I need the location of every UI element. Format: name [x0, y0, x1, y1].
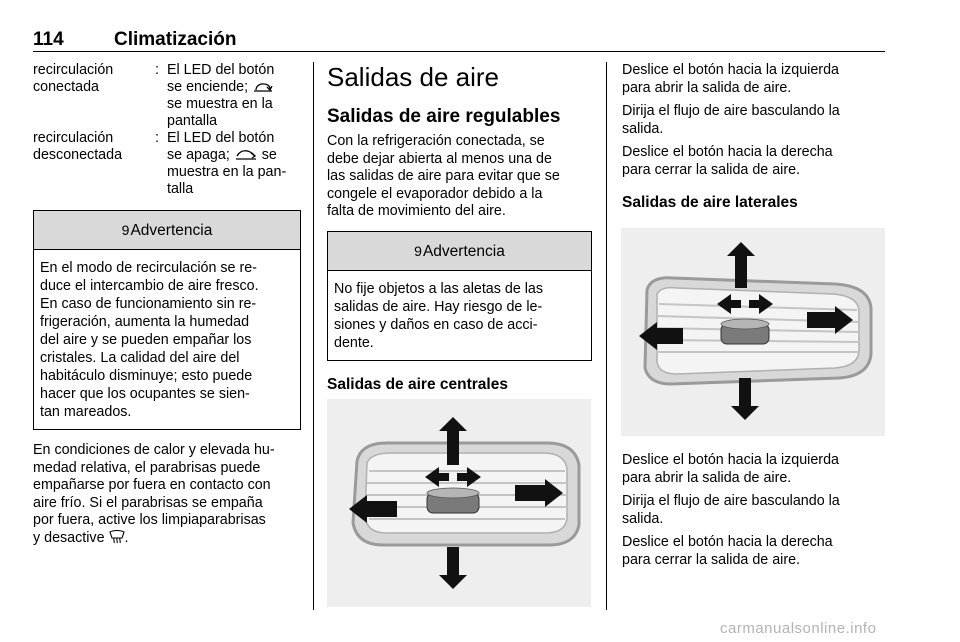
- warning-line: duce el intercambio de aire fresco.: [40, 278, 259, 294]
- column-divider: [313, 62, 314, 610]
- warning-body: No fije objetos a las aletas de las sali…: [328, 271, 591, 360]
- definition-row: recirculación desconectada : El LED del …: [33, 130, 301, 198]
- subsection-heading: Salidas de aire centrales: [327, 375, 508, 393]
- desc-line: talla: [167, 181, 194, 197]
- definition-description: El LED del botón se apaga; se muestra en…: [167, 130, 301, 198]
- warning-title: Advertencia: [130, 222, 213, 239]
- desc-line: se apaga;: [167, 147, 230, 163]
- warning-line: dente.: [334, 334, 374, 351]
- paragraph-instruction: Deslice el botón hacia la derecha para c…: [622, 534, 887, 569]
- column-middle: Salidas de aire Salidas de aire regulabl…: [327, 62, 592, 394]
- warning-line: En caso de funcionamiento sin re-: [40, 296, 257, 312]
- subsection-heading: Salidas de aire laterales: [622, 194, 798, 211]
- desc-line: se: [261, 147, 277, 163]
- desc-line: se muestra en la: [167, 96, 273, 112]
- definition-row: recirculación conectada : El LED del bot…: [33, 62, 301, 130]
- desc-line: El LED del botón: [167, 62, 275, 78]
- para-line: medad relativa, el parabrisas puede: [33, 459, 261, 476]
- para-line: En condiciones de calor y elevada hu-: [33, 442, 275, 458]
- para-line: Deslice el botón hacia la derecha: [622, 534, 833, 550]
- page-number: 114: [33, 29, 64, 50]
- para-line: .: [124, 529, 129, 546]
- para-line: para abrir la salida de aire.: [622, 79, 792, 96]
- para-line: aire frío. Si el parabrisas se empaña: [33, 494, 263, 511]
- para-line: para cerrar la salida de aire.: [622, 161, 801, 178]
- warning-line: del aire y se pueden empañar los: [40, 332, 252, 348]
- definition-table: recirculación conectada : El LED del bot…: [33, 62, 301, 198]
- separator-colon: :: [155, 130, 159, 146]
- column-right-lower: Deslice el botón hacia la izquierda para…: [622, 452, 887, 569]
- warning-line: siones y daños en caso de acci-: [334, 316, 538, 333]
- para-line: Con la refrigeración conectada, se: [327, 133, 545, 149]
- term-line: conectada: [33, 79, 99, 95]
- para-line: para abrir la salida de aire.: [622, 469, 792, 486]
- warning-symbol: 9: [121, 222, 130, 238]
- fresh-air-icon: [235, 150, 256, 160]
- watermark: carmanualsonline.info: [720, 620, 877, 637]
- warning-line: tan mareados.: [40, 404, 132, 420]
- para-line: debe dejar abierta al menos una de: [327, 150, 552, 167]
- chapter-title: Climatización: [114, 29, 237, 50]
- para-line: por fuera, active los limpiaparabrisas: [33, 512, 266, 528]
- paragraph-instruction: Dirija el flujo de aire basculando la sa…: [622, 493, 887, 528]
- recirculation-icon: [254, 83, 273, 92]
- warning-line: hacer que los ocupantes se sien-: [40, 386, 250, 402]
- definition-term: recirculación desconectada: [33, 130, 151, 164]
- desc-line: se enciende;: [167, 79, 249, 95]
- warning-body: En el modo de recirculación se re- duce …: [34, 250, 300, 429]
- para-line: falta de movimiento del aire.: [327, 203, 506, 219]
- windscreen-defrost-icon: [108, 529, 125, 543]
- definition-description: El LED del botón se enciende; se muestra…: [167, 62, 301, 130]
- air-vent-illustration: [621, 228, 885, 436]
- warning-line: No fije objetos a las aletas de las: [334, 280, 544, 297]
- warning-line: salidas de aire. Hay riesgo de le-: [334, 298, 543, 315]
- lateral-vents-figure: [621, 228, 885, 436]
- warning-heading: 9Advertencia: [34, 211, 300, 250]
- para-line: salida.: [622, 120, 664, 137]
- para-line: Deslice el botón hacia la derecha: [622, 144, 833, 160]
- desc-line: pantalla: [167, 113, 218, 129]
- term-line: recirculación: [33, 62, 114, 78]
- central-vents-figure: [327, 399, 591, 607]
- warning-line: En el modo de recirculación se re-: [40, 260, 257, 276]
- paragraph-instruction: Dirija el flujo de aire basculando la sa…: [622, 103, 887, 138]
- subsection-heading: Salidas de aire regulables: [327, 106, 561, 127]
- para-line: Dirija el flujo de aire basculando la: [622, 493, 840, 509]
- para-line: Deslice el botón hacia la izquierda: [622, 452, 839, 468]
- term-line: recirculación: [33, 130, 114, 146]
- paragraph-fogging: En condiciones de calor y elevada hu- me…: [33, 442, 301, 547]
- air-vent-illustration: [327, 399, 591, 607]
- definition-term: recirculación conectada: [33, 62, 151, 96]
- para-line: salida.: [622, 510, 664, 527]
- column-left: recirculación conectada : El LED del bot…: [33, 62, 301, 547]
- warning-box: 9Advertencia En el modo de recirculación…: [33, 210, 301, 430]
- warning-symbol: 9: [414, 242, 422, 259]
- term-line: desconectada: [33, 147, 123, 163]
- para-line: y desactive: [33, 529, 105, 546]
- warning-heading: 9Advertencia: [328, 231, 591, 271]
- paragraph-intro: Con la refrigeración conectada, se debe …: [327, 133, 592, 221]
- para-line: las salidas de aire para evitar que se: [327, 168, 560, 184]
- paragraph-instruction: Deslice el botón hacia la izquierda para…: [622, 452, 887, 487]
- column-divider: [606, 62, 607, 610]
- column-right: Deslice el botón hacia la izquierda para…: [622, 62, 887, 212]
- paragraph-instruction: Deslice el botón hacia la derecha para c…: [622, 144, 887, 179]
- page-header: 114 Climatización: [33, 29, 885, 52]
- warning-title: Advertencia: [422, 242, 505, 260]
- separator-colon: :: [155, 62, 159, 78]
- para-line: empañarse por fuera en contacto con: [33, 477, 271, 493]
- desc-line: muestra en la pan-: [167, 164, 287, 180]
- para-line: para cerrar la salida de aire.: [622, 551, 801, 568]
- para-line: Deslice el botón hacia la izquierda: [622, 62, 839, 78]
- warning-line: cristales. La calidad del aire del: [40, 350, 240, 366]
- para-line: congele el evaporador debido a la: [327, 185, 543, 202]
- warning-box: 9Advertencia No fije objetos a las aleta…: [327, 230, 592, 361]
- para-line: Dirija el flujo de aire basculando la: [622, 103, 840, 119]
- desc-line: El LED del botón: [167, 130, 275, 146]
- section-heading: Salidas de aire: [327, 62, 499, 92]
- paragraph-instruction: Deslice el botón hacia la izquierda para…: [622, 62, 887, 97]
- warning-line: frigeración, aumenta la humedad: [40, 314, 250, 330]
- warning-line: habitáculo disminuye; esto puede: [40, 368, 253, 384]
